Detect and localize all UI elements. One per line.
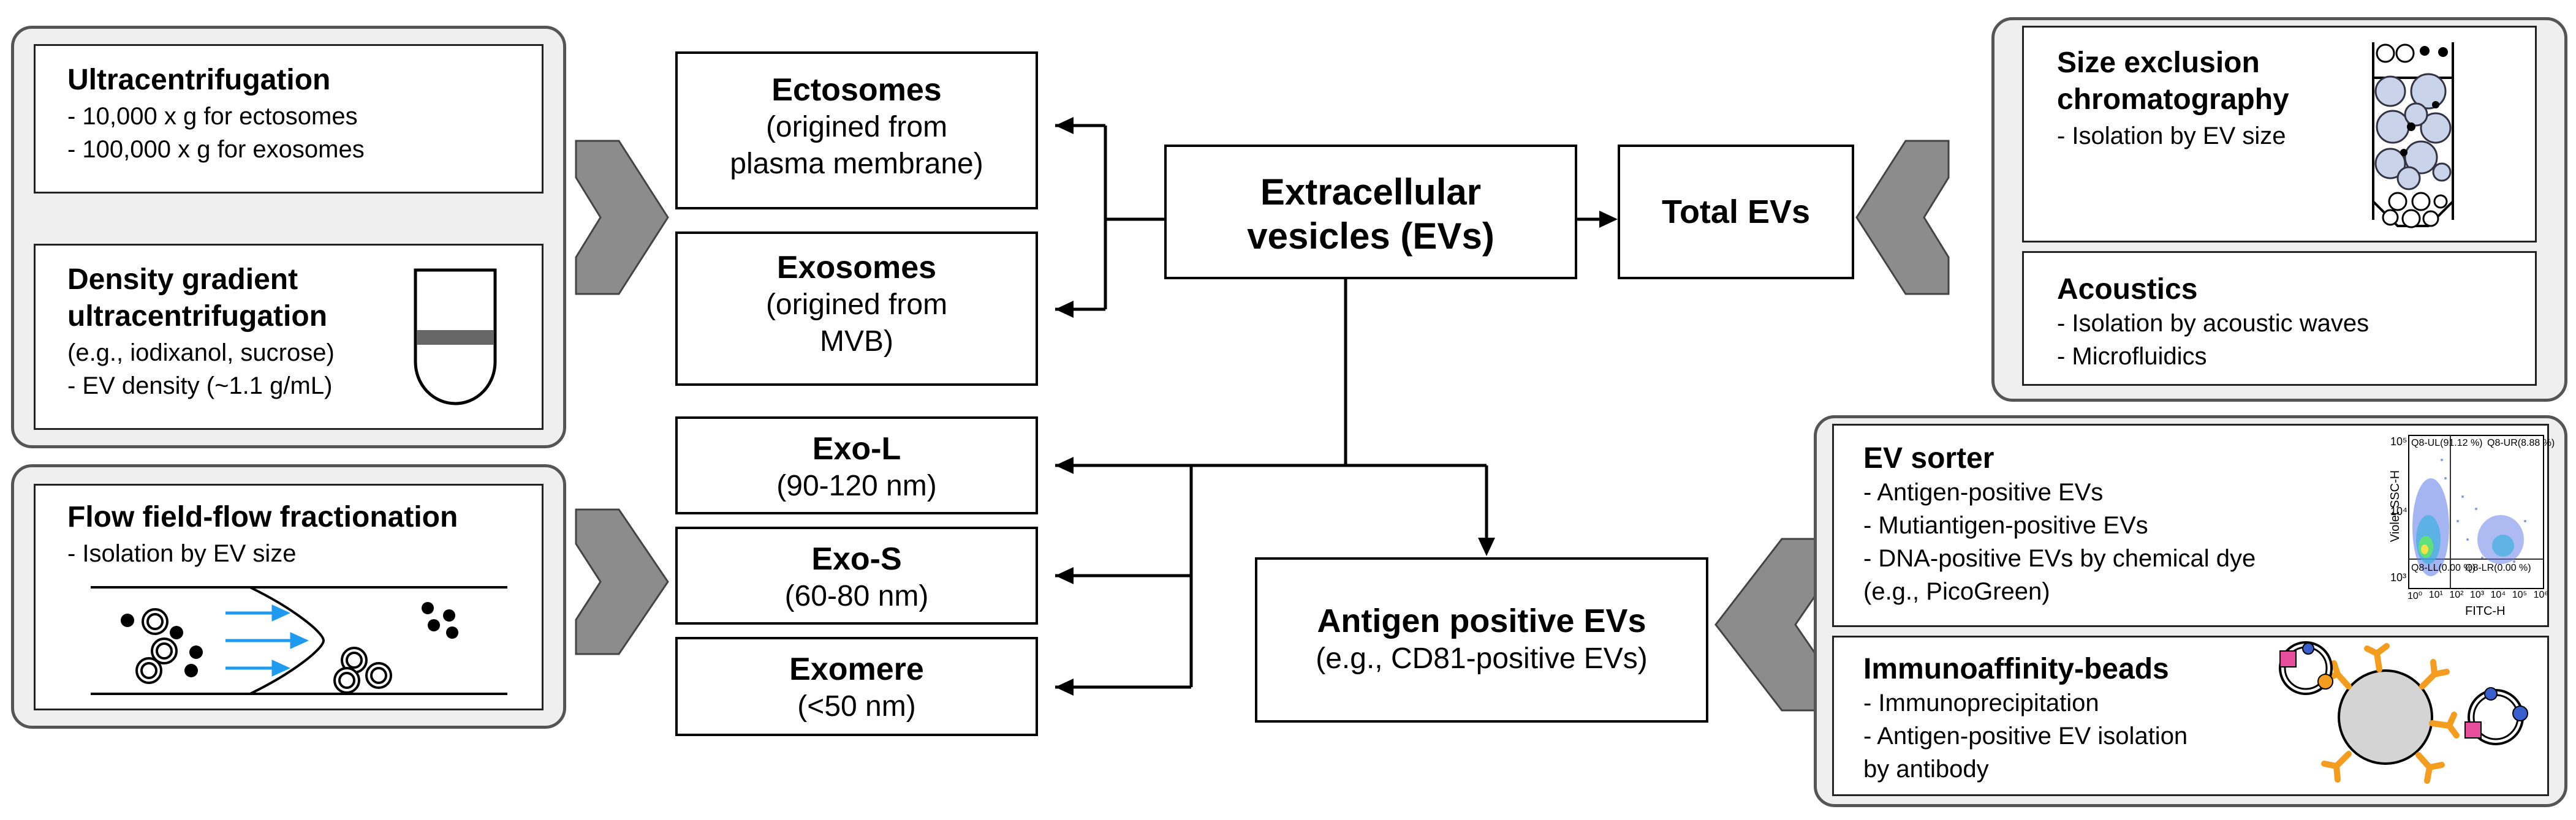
flow-channel-icon (91, 586, 507, 695)
exosomes-title: Exosomes (776, 250, 937, 285)
ultracentrifugation-title: Ultracentrifugation (67, 64, 331, 96)
arrowhead-ectosomes (1055, 117, 1074, 134)
exosomes-desc-1: (origined from (765, 288, 948, 321)
list-item: - Immunoprecipitation (1863, 690, 2099, 717)
acoustics-title: Acoustics (2057, 273, 2198, 306)
list-item: - Antigen-positive EV isolation (1863, 723, 2188, 750)
list-item: (e.g., iodixanol, sucrose) (67, 339, 335, 366)
plot-y-tick: 10⁵ (2390, 435, 2407, 448)
ectosomes-desc-2: plasma membrane) (730, 148, 983, 180)
list-item: - Isolation by acoustic waves (2057, 310, 2370, 337)
plot-area (2408, 435, 2544, 589)
list-item: - Mutiantigen-positive EVs (1863, 512, 2148, 539)
flow-fff-box: Flow field-flow fractionation - Isolatio… (34, 484, 544, 710)
arrowhead-exosomes (1055, 301, 1074, 318)
ectosomes-title: Ectosomes (771, 72, 942, 108)
plot-x-tick: 10¹ (2428, 590, 2443, 600)
arrowhead-total (1599, 211, 1618, 228)
density-gradient-items: (e.g., iodixanol, sucrose) - EV density … (67, 336, 335, 402)
center-title-1: Extracellular (1260, 171, 1482, 213)
total-evs-title: Total EVs (1661, 194, 1811, 230)
antigen-positive-title: Antigen positive EVs (1317, 603, 1646, 639)
center-down-connector (1055, 278, 1488, 689)
list-item: - 10,000 x g for ectosomes (67, 103, 358, 130)
immunoaffinity-bead-icon (2279, 641, 2528, 784)
antigen-positive-box: Antigen positive EVs (e.g., CD81-positiv… (1255, 557, 1708, 723)
density-gradient-box: Density gradient ultracentrifugation (e.… (34, 244, 544, 430)
plot-xlabel: FITC-H (2465, 604, 2506, 618)
exosomes-box: Exosomes (origined from MVB) (675, 231, 1038, 386)
exomere-title: Exomere (789, 652, 924, 687)
ev-sorter-title: EV sorter (1863, 442, 1995, 475)
sec-box: Size exclusion chromatography - Isolatio… (2022, 26, 2537, 243)
plot-x-tick: 10⁴ (2490, 590, 2506, 600)
block-arrow-left-top (575, 140, 669, 295)
immunoaffinity-title: Immunoaffinity-beads (1863, 653, 2169, 685)
plot-x-tick: 10² (2449, 590, 2464, 600)
center-to-subtypes-connector (1055, 124, 1164, 311)
block-arrow-right-top (1855, 140, 1950, 295)
plot-x-tick: 10⁰ (2407, 591, 2423, 601)
block-arrow-left-bottom (575, 508, 669, 655)
arrowhead-exomere (1055, 679, 1074, 696)
immunoaffinity-items: - Immunoprecipitation - Antigen-positive… (1863, 686, 2188, 786)
sec-column-icon (2372, 42, 2454, 228)
plot-x-tick: 10⁶ (2533, 590, 2548, 600)
acoustics-box: Acoustics - Isolation by acoustic waves … (2022, 251, 2537, 386)
exo-l-desc: (90-120 nm) (776, 470, 937, 502)
block-arrow-right-bottom (1714, 538, 1826, 712)
plot-y-tick: 10⁴ (2390, 505, 2407, 517)
exomere-desc: (<50 nm) (797, 690, 916, 723)
immunoaffinity-box: Immunoaffinity-beads - Immunoprecipitati… (1832, 636, 2549, 796)
exosomes-desc-2: MVB) (820, 325, 893, 358)
arrowhead-exo-s (1055, 567, 1074, 584)
exo-s-title: Exo-S (811, 541, 902, 577)
list-item: - Antigen-positive EVs (1863, 479, 2104, 506)
extracellular-vesicles-box: Extracellular vesicles (EVs) (1164, 145, 1577, 279)
centrifuge-tube-icon (414, 268, 497, 405)
list-item: by antibody (1863, 756, 1989, 783)
list-item: - EV density (~1.1 g/mL) (67, 372, 333, 399)
list-item: - DNA-positive EVs by chemical dye (1863, 545, 2256, 572)
flow-cytometry-plot-icon: Violet SSC-H 10⁵ 10⁴ 10³ Q8-UL(91.12 %) … (2379, 432, 2555, 622)
list-item: (e.g., PicoGreen) (1863, 578, 2050, 605)
ev-sorter-items: - Antigen-positive EVs - Mutiantigen-pos… (1863, 476, 2256, 608)
exo-l-title: Exo-L (812, 431, 901, 467)
total-evs-box: Total EVs (1618, 145, 1854, 279)
antigen-positive-desc: (e.g., CD81-positive EVs) (1316, 642, 1648, 675)
plot-x-tick: 10³ (2469, 590, 2485, 600)
exo-l-box: Exo-L (90-120 nm) (675, 416, 1038, 514)
flow-fff-item: - Isolation by EV size (67, 540, 297, 567)
flow-fff-title: Flow field-flow fractionation (67, 501, 458, 533)
exo-s-desc: (60-80 nm) (784, 580, 929, 612)
plot-y-tick: 10³ (2390, 571, 2407, 584)
arrowhead-exo-l (1055, 457, 1074, 474)
exo-s-box: Exo-S (60-80 nm) (675, 527, 1038, 625)
center-title-2: vesicles (EVs) (1247, 216, 1494, 257)
plot-x-ticks: 10⁰ 10¹ 10² 10³ 10⁴ 10⁵ 10⁶ (2407, 590, 2548, 602)
ultracentrifugation-box: Ultracentrifugation - 10,000 x g for ect… (34, 44, 544, 194)
ev-sorter-box: EV sorter - Antigen-positive EVs - Mutia… (1832, 424, 2555, 627)
ectosomes-desc-1: (origined from (765, 111, 948, 143)
arrowhead-antigen (1478, 538, 1495, 556)
sec-item: - Isolation by EV size (2057, 122, 2286, 149)
plot-quadrant-lr: Q8-LR(0.00 %) (2465, 563, 2531, 573)
density-gradient-title: Density gradient ultracentrifugation (67, 263, 328, 333)
ectosomes-box: Ectosomes (origined from plasma membrane… (675, 51, 1038, 209)
plot-quadrant-ll: Q8-LL(0.00 %) (2411, 563, 2476, 573)
plot-x-tick: 10⁵ (2512, 590, 2528, 600)
exomere-box: Exomere (<50 nm) (675, 637, 1038, 736)
list-item: - 100,000 x g for exosomes (67, 136, 365, 163)
plot-quadrant-ur: Q8-UR(8.88 %) (2487, 438, 2555, 448)
sec-title: Size exclusion chromatography (2057, 47, 2289, 116)
list-item: - Microfluidics (2057, 343, 2207, 370)
ultracentrifugation-items: - 10,000 x g for ectosomes - 100,000 x g… (67, 100, 365, 166)
plot-quadrant-ul: Q8-UL(91.12 %) (2411, 438, 2483, 448)
acoustics-items: - Isolation by acoustic waves - Microflu… (2057, 307, 2369, 373)
